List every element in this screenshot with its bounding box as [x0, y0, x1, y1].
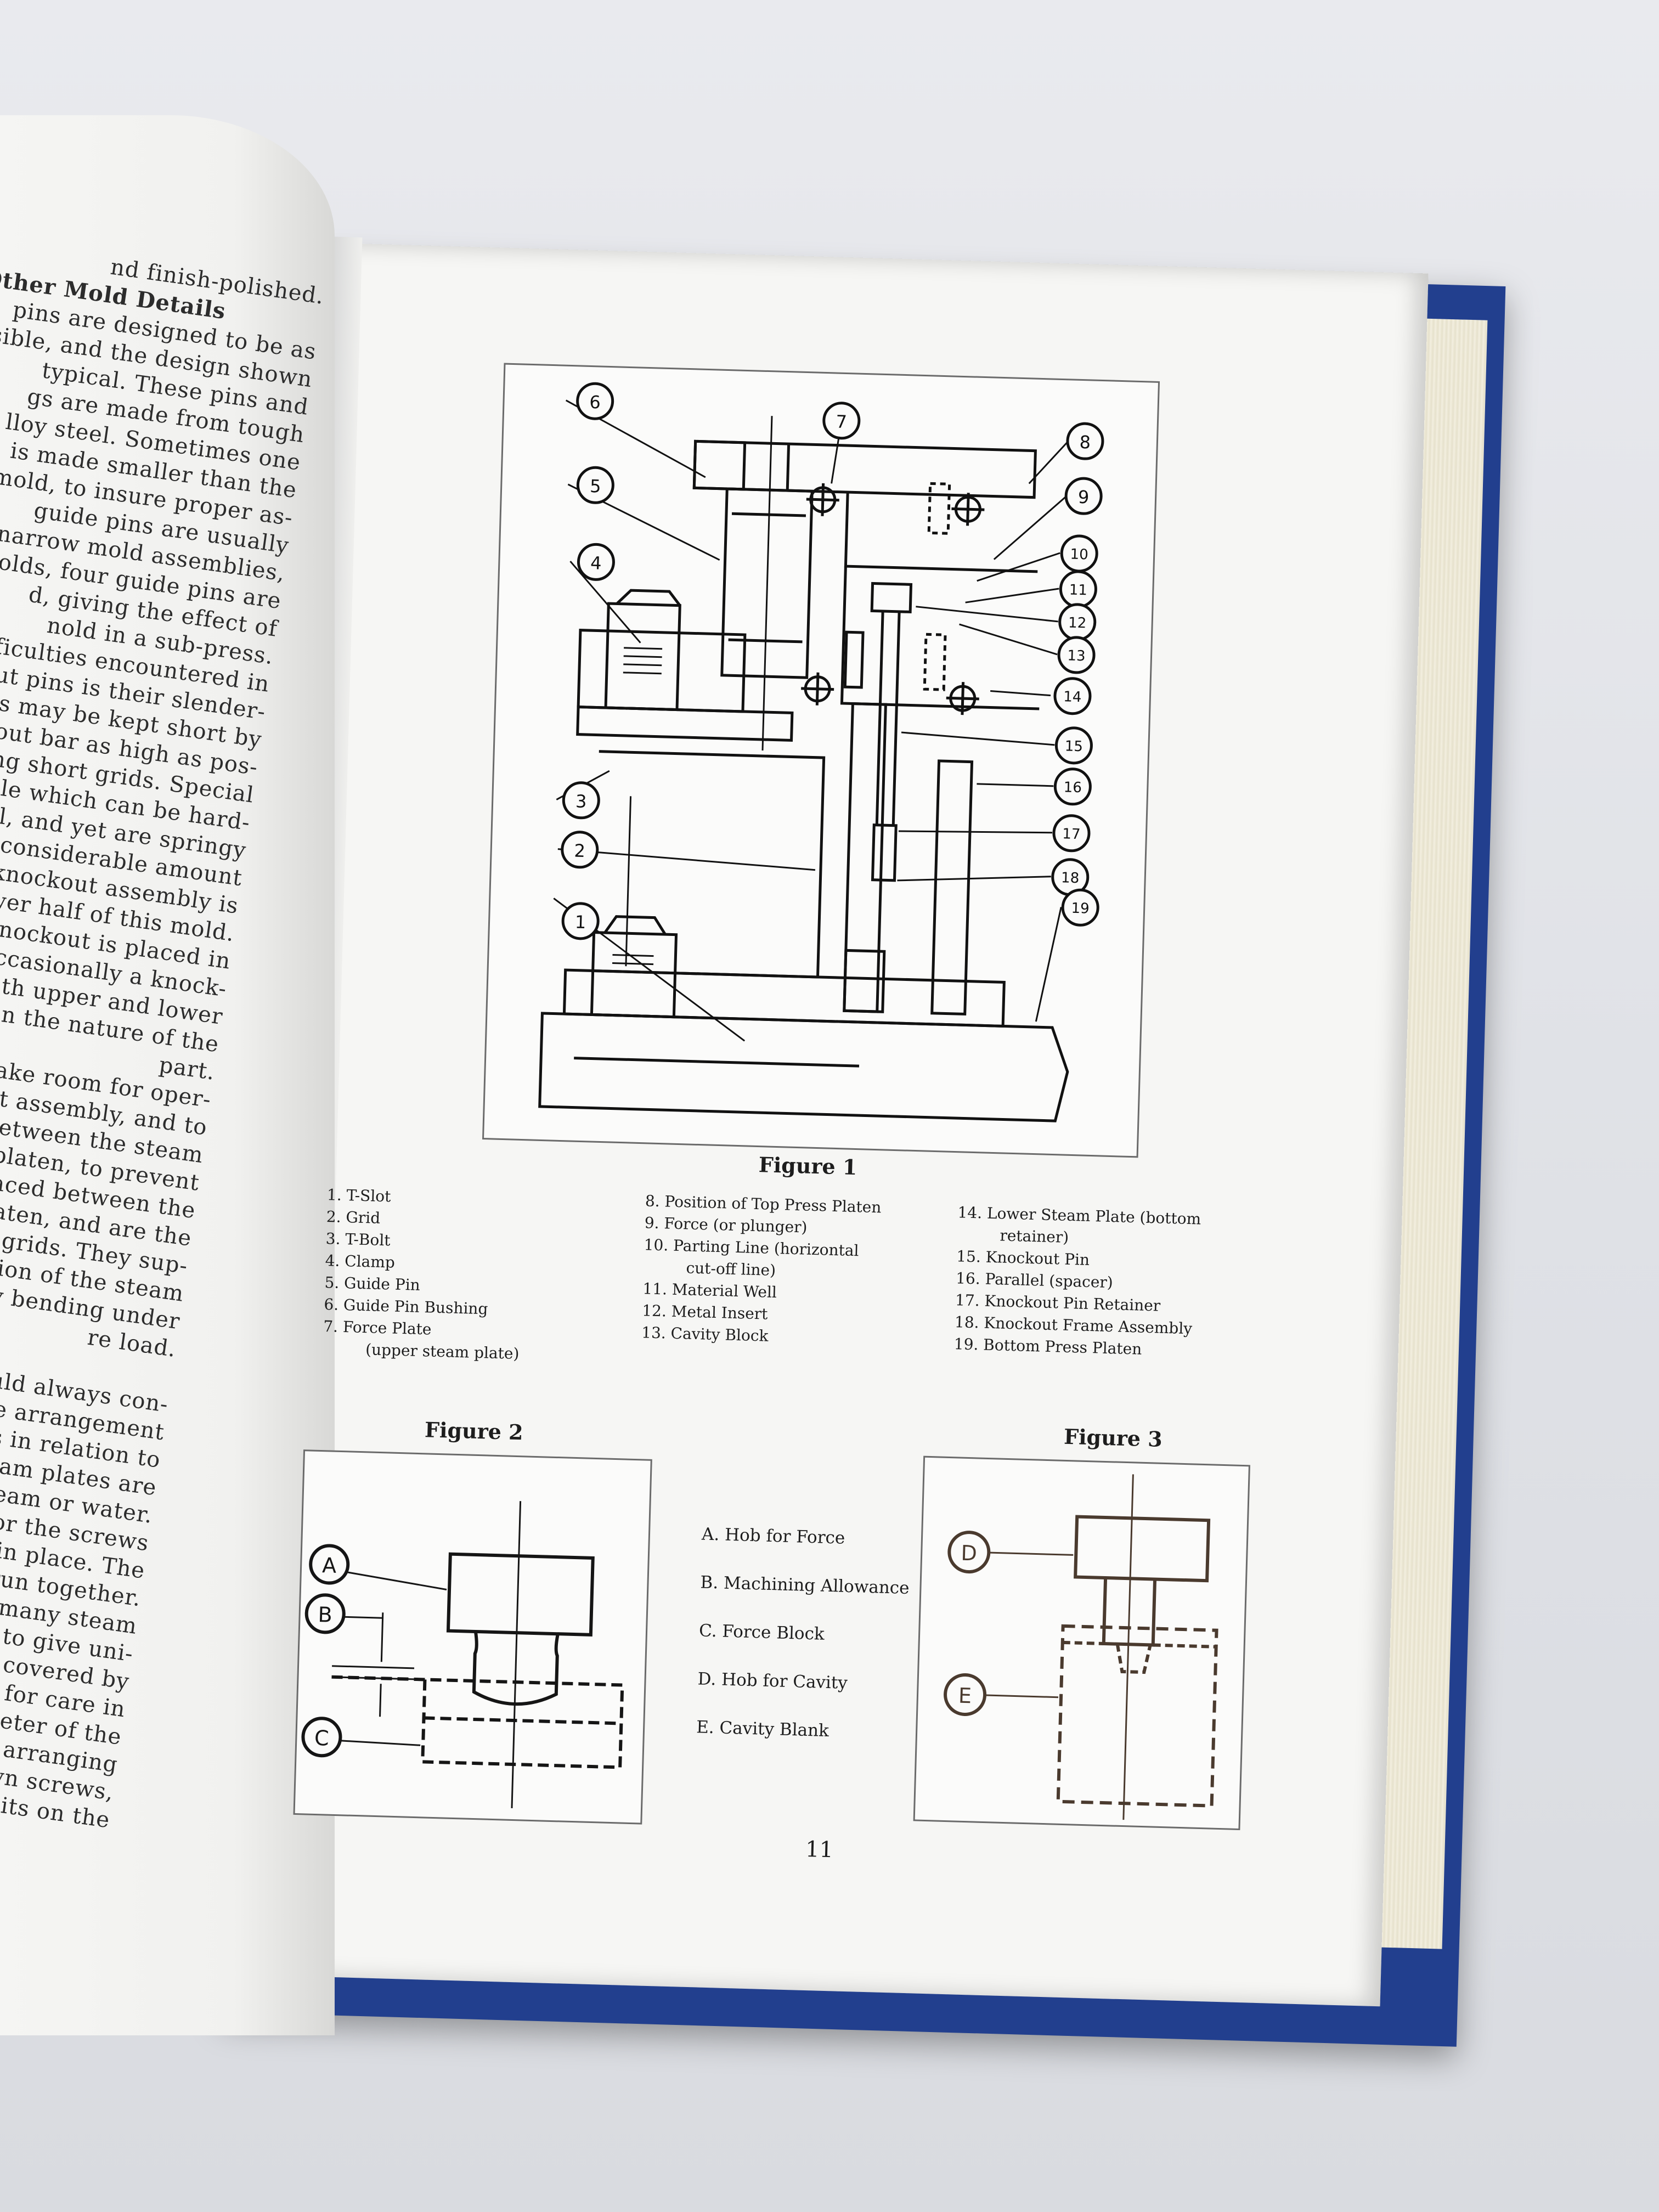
callout-8	[1066, 422, 1104, 460]
figure-1-callouts: 1 2 3 4 5 6 7 8 9 10 11 12 13 14 15 16 1	[484, 382, 1137, 1158]
legend-item-label: 15. Knockout Pin	[956, 1247, 1090, 1269]
callout-15	[1054, 726, 1093, 765]
legend-item-label: 10. Parting Line (horizontal	[644, 1235, 859, 1260]
callout-6	[576, 382, 614, 420]
legend-item-label: 2. Grid	[326, 1207, 381, 1227]
legend-item-label: 13. Cavity Block	[641, 1323, 769, 1345]
svg-text:3: 3	[575, 791, 587, 812]
hob-legend-item: E. Cavity Blank	[696, 1717, 830, 1741]
hob-legend-item: A. Hob for Force	[701, 1524, 845, 1548]
svg-text:19: 19	[1071, 900, 1090, 917]
figure-3: D E	[913, 1455, 1250, 1831]
svg-text:E: E	[958, 1684, 972, 1708]
right-page-content: 1 2 3 4 5 6 7 8 9 10 11 12 13 14 15 16 1	[283, 243, 1428, 2007]
legend-item-label: 11. Material Well	[642, 1279, 777, 1302]
legend-item-label: 4. Clamp	[325, 1251, 396, 1272]
svg-text:18: 18	[1061, 870, 1080, 887]
legend-item-label: 7. Force Plate	[323, 1317, 432, 1339]
svg-text:1: 1	[574, 912, 586, 933]
svg-text:6: 6	[589, 392, 601, 413]
svg-text:2: 2	[574, 840, 585, 861]
callout-14	[1053, 677, 1092, 715]
callout-7	[822, 402, 861, 440]
legend-item-label: 3. T-Bolt	[325, 1229, 391, 1250]
svg-text:C: C	[314, 1726, 330, 1751]
svg-text:15: 15	[1064, 738, 1083, 755]
svg-text:14: 14	[1063, 689, 1082, 706]
callout-13	[1057, 636, 1096, 674]
svg-text:8: 8	[1079, 432, 1091, 453]
figure-1-caption: Figure 1	[758, 1152, 857, 1180]
svg-text:B: B	[318, 1602, 332, 1627]
callout-16	[1053, 768, 1092, 806]
svg-text:16: 16	[1063, 779, 1082, 796]
callout-B	[304, 1593, 346, 1634]
hob-legend-item: B. Machining Allowance	[700, 1572, 910, 1599]
legend-item: 7. Force Plate(upper steam plate)	[323, 1316, 520, 1365]
figure-3-caption: Figure 3	[1063, 1424, 1163, 1452]
svg-text:12: 12	[1068, 614, 1087, 631]
svg-text:5: 5	[590, 476, 601, 497]
callout-19	[1061, 888, 1099, 927]
legend-item-label: 19. Bottom Press Platen	[953, 1335, 1142, 1358]
figure-1: 1 2 3 4 5 6 7 8 9 10 11 12 13 14 15 16 1	[482, 363, 1160, 1158]
svg-text:9: 9	[1077, 487, 1089, 508]
svg-text:11: 11	[1069, 582, 1087, 599]
legend-item-label: 12. Metal Insert	[641, 1301, 768, 1323]
figure-2-drawing: A B C	[301, 1501, 624, 1809]
callout-17	[1052, 814, 1091, 853]
legend-item-label: 6. Guide Pin Bushing	[324, 1295, 488, 1318]
svg-text:A: A	[322, 1553, 337, 1578]
figure-2: A B C	[293, 1449, 652, 1825]
callout-C	[301, 1717, 342, 1758]
legend-item-label: 1. T-Slot	[326, 1186, 391, 1206]
legend-item-continuation: (upper steam plate)	[365, 1340, 520, 1363]
svg-text:10: 10	[1070, 546, 1088, 563]
hob-legend-item: D. Hob for Cavity	[697, 1669, 848, 1693]
svg-text:17: 17	[1062, 826, 1081, 843]
page-number: 11	[805, 1836, 834, 1863]
svg-text:7: 7	[836, 411, 847, 432]
legend-item-label: 5. Guide Pin	[324, 1273, 421, 1294]
callout-A	[309, 1544, 350, 1585]
svg-text:4: 4	[590, 552, 602, 574]
callout-D	[947, 1531, 991, 1574]
callout-4	[577, 543, 615, 581]
callout-E	[944, 1673, 987, 1716]
svg-text:13: 13	[1067, 647, 1086, 664]
callout-9	[1064, 477, 1103, 515]
figure-1-drawing	[538, 399, 1070, 1122]
callout-1	[561, 902, 600, 940]
legend-item-label: 16. Parallel (spacer)	[955, 1269, 1114, 1292]
svg-text:D: D	[961, 1541, 977, 1566]
callout-5	[576, 466, 614, 504]
hob-legend-item: C. Force Block	[698, 1621, 825, 1644]
legend-item-label: 14. Lower Steam Plate (bottom	[957, 1203, 1201, 1228]
figure-3-drawing: D E	[944, 1474, 1218, 1820]
legend-item-label: 17. Knockout Pin Retainer	[955, 1291, 1161, 1315]
figure-2-caption: Figure 2	[424, 1417, 524, 1445]
callout-3	[562, 781, 600, 820]
left-page	[0, 115, 335, 2035]
legend-item-label: 9. Force (or plunger)	[644, 1214, 808, 1237]
callout-2	[561, 831, 599, 869]
